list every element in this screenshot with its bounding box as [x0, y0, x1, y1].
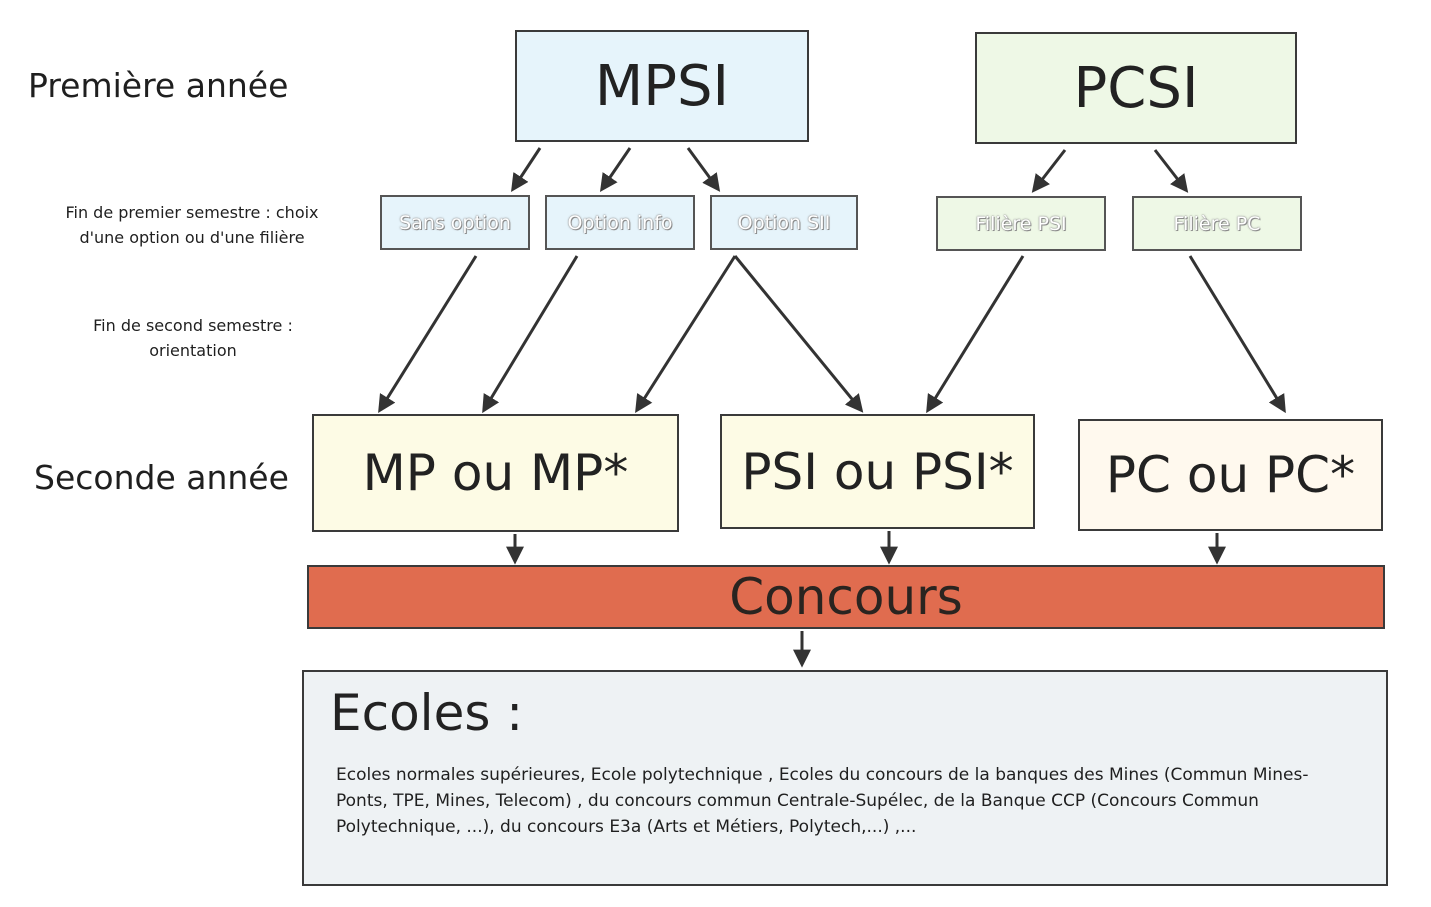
box-mp: MP ou MP* — [312, 414, 679, 532]
label-seconde-annee: Seconde année — [34, 458, 289, 497]
label-fin-premier-semestre: Fin de premier semestre : choix d'une op… — [65, 203, 319, 247]
arrow-filiere-psi-psi — [926, 255, 1025, 414]
arrow-mpsi-option-info — [599, 147, 632, 192]
box-concours: Concours — [307, 565, 1385, 629]
box-pcsi: PCSI — [975, 32, 1297, 144]
box-option-sii: Option SII — [710, 195, 858, 250]
arrow-filiere-pc-pc — [1188, 255, 1286, 414]
box-ecoles: Ecoles : Ecoles normales supérieures, Ec… — [302, 670, 1388, 886]
arrow-pcsi-filiere-pc — [1153, 149, 1189, 193]
box-option-info: Option info — [545, 195, 695, 250]
arrow-option-sii-psi — [733, 255, 864, 413]
label-premiere-annee: Première année — [28, 66, 289, 105]
box-pc: PC ou PC* — [1078, 419, 1383, 531]
arrow-mpsi-sans-option — [511, 147, 542, 193]
box-filiere-pc: Filière PC — [1132, 196, 1302, 251]
arrow-option-sii-mp — [635, 255, 737, 414]
box-sans-option: Sans option — [380, 195, 530, 250]
arrow-option-info-mp — [482, 255, 579, 414]
ecoles-title: Ecoles : — [330, 684, 524, 742]
ecoles-text: Ecoles normales supérieures, Ecole polyt… — [336, 765, 1309, 837]
arrow-sans-option-mp — [378, 255, 478, 414]
box-mpsi: MPSI — [515, 30, 809, 142]
box-filiere-psi: Filière PSI — [936, 196, 1106, 251]
label-fin-second-semestre: Fin de second semestre : orientation — [93, 316, 293, 360]
arrow-mpsi-option-sii — [686, 147, 721, 192]
box-psi: PSI ou PSI* — [720, 414, 1035, 529]
arrow-pcsi-filiere-psi — [1031, 149, 1067, 193]
